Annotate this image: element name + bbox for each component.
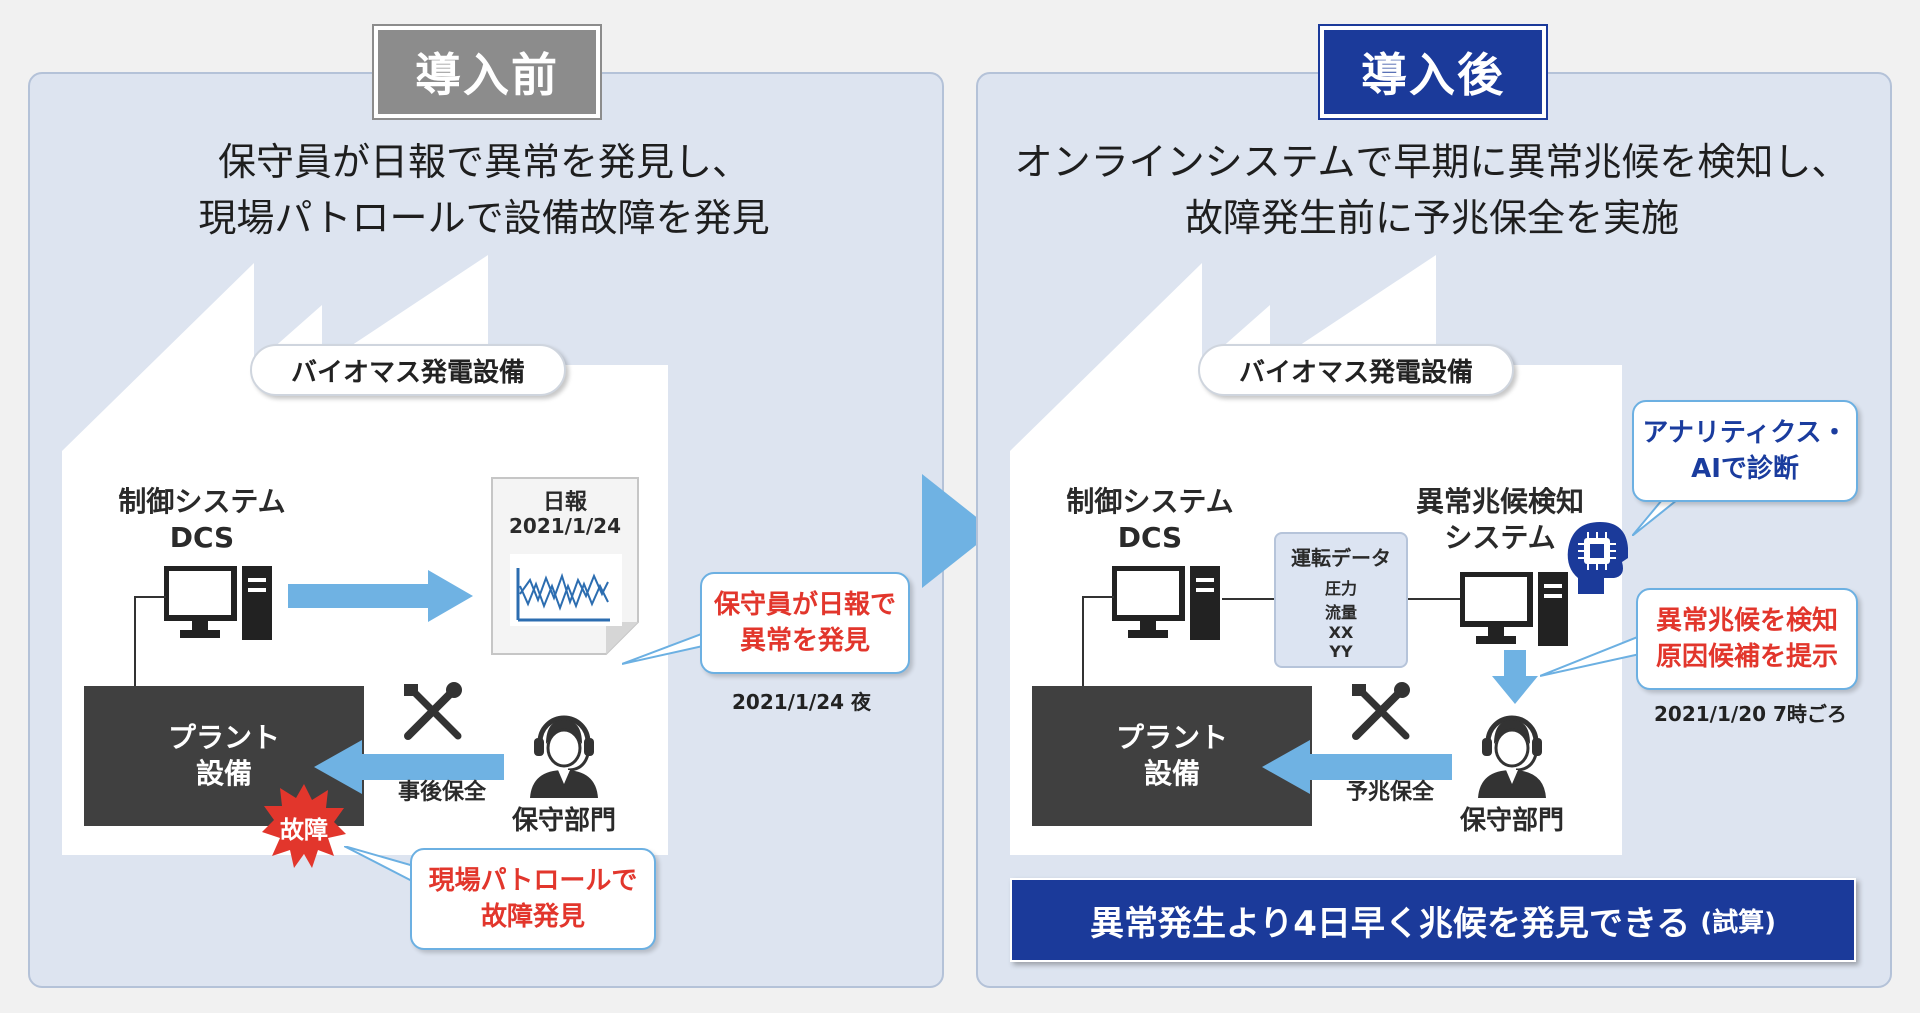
after-dcs-plant-line-v (1082, 596, 1084, 686)
report-date: 2021/1/24 (508, 514, 622, 538)
detect-callout: 異常兆候を検知 原因候補を提示 (1636, 588, 1858, 690)
before-maintenance-arrow (314, 740, 504, 794)
after-detect-date-label: 2021/1/20 7時ごろ (1654, 702, 1847, 726)
after-tag: 導入後 (1320, 26, 1546, 118)
monitor-icon (1112, 566, 1185, 638)
before-control-system-label: 制御システム DCS (118, 485, 286, 554)
before-patrol-callout-tail (344, 846, 414, 884)
wrench-screwdriver-icon (1352, 682, 1410, 740)
detection-system-label: 異常兆候検知 システム (1415, 485, 1584, 554)
after-dcs-plant-line-h (1082, 596, 1114, 598)
result-banner: 異常発生より4日早く兆候を発見できる (試算) (1010, 878, 1856, 962)
after-department-label: 保守部門 (1459, 806, 1564, 836)
ai-callout: アナリティクス・ AIで診断 (1632, 400, 1858, 502)
before-heading: 保守員が日報で異常を発見し、 現場パトロールで設備故障を発見 (198, 140, 770, 240)
before-report-callout: 保守員が日報で 異常を発見 (700, 572, 910, 674)
before-tag: 導入前 (374, 26, 600, 118)
after-heading: オンラインシステムで早期に異常兆候を検知し、 故障発生前に予兆保全を実施 (1014, 140, 1850, 240)
before-dcs-to-report-arrow (288, 570, 473, 622)
before-patrol-callout: 現場パトロールで 故障発見 (410, 848, 656, 950)
monitor-icon (164, 566, 237, 638)
operator-headset-icon (1478, 715, 1546, 798)
before-dcs-plant-line-h (134, 596, 166, 598)
detector-to-department-arrow (1492, 650, 1538, 704)
after-facility-pill: バイオマス発電設備 (1198, 344, 1514, 396)
before-department-label: 保守部門 (511, 806, 616, 836)
before-after-transition-arrow (922, 474, 994, 588)
report-title: 日報 (542, 490, 587, 515)
monitor-icon (1460, 572, 1533, 644)
ai-head-icon (1567, 522, 1628, 594)
after-computer-dcs (1112, 566, 1220, 640)
data-to-detector-line (1404, 598, 1460, 600)
after-plant-block: プラント設備 (1032, 686, 1312, 826)
after-maintenance-label: 予兆保全 (1345, 780, 1434, 805)
operator-headset-icon (530, 715, 598, 798)
server-tower-icon (1190, 566, 1220, 640)
failure-badge-text: 故障 (280, 816, 328, 844)
operation-data-box: 運転データ 圧力 流量 XX YY (1274, 532, 1408, 668)
after-maintenance-arrow (1262, 740, 1452, 794)
failure-burst-icon (262, 784, 346, 868)
before-dcs-plant-line-v (134, 596, 136, 686)
before-report-callout-tail (622, 630, 712, 665)
before-facility-pill: バイオマス発電設備 (250, 344, 566, 396)
before-maintenance-label: 事後保全 (397, 780, 486, 805)
detect-callout-tail (1540, 636, 1640, 677)
before-computer (164, 566, 272, 640)
dcs-to-data-line (1222, 598, 1276, 600)
server-tower-icon (242, 566, 272, 640)
after-computer-detector (1460, 572, 1568, 646)
before-report-date-label: 2021/1/24 夜 (732, 690, 871, 714)
report-document-icon (491, 477, 639, 655)
wrench-screwdriver-icon (404, 682, 462, 740)
server-tower-icon (1538, 572, 1568, 646)
after-control-system-label: 制御システム DCS (1066, 485, 1234, 554)
